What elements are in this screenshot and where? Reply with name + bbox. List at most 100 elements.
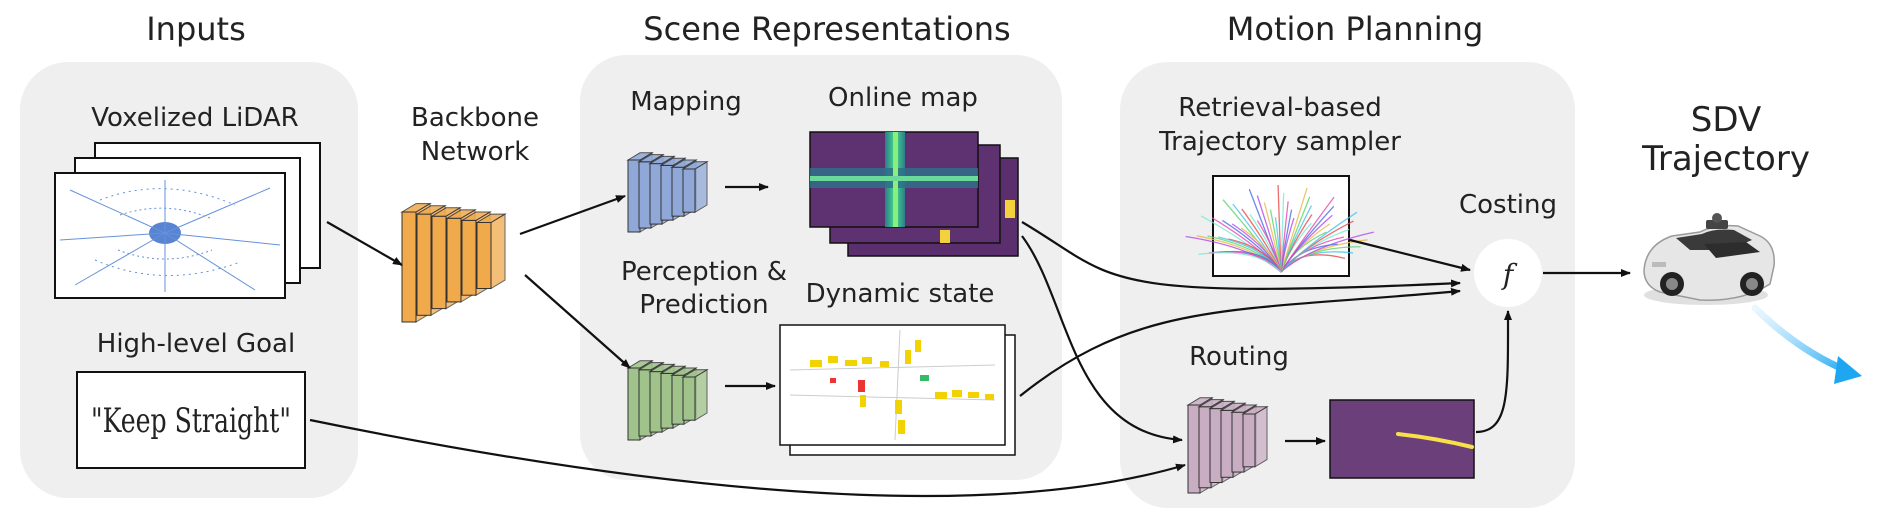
perception-label-line1: Perception &	[621, 257, 787, 287]
layer-top	[681, 161, 709, 170]
output-label-line1: SDV	[1691, 100, 1761, 140]
route-map	[1329, 399, 1475, 479]
layer-front	[627, 159, 641, 233]
layer-front	[682, 168, 696, 213]
section-title-inputs: Inputs	[146, 10, 246, 48]
layer-front	[1198, 406, 1212, 489]
layer-front	[461, 219, 477, 296]
layer-top	[648, 155, 676, 165]
layer-top	[659, 365, 687, 374]
layer-top	[430, 207, 462, 217]
layer-side	[490, 213, 506, 290]
perception-network-icon	[626, 359, 709, 441]
routing-network-icon	[1186, 396, 1269, 494]
backbone-label-line1: Backbone	[411, 103, 539, 133]
layer-top	[415, 205, 447, 215]
layer-top	[626, 360, 654, 369]
layer-front	[401, 211, 417, 323]
sdv-trajectory-arrowhead	[1834, 356, 1862, 384]
arrow-map-to-costing	[1021, 221, 1461, 290]
cost-function-node	[1474, 239, 1542, 307]
layer-front	[476, 222, 492, 289]
layer-top	[637, 362, 665, 371]
layer-front	[1220, 409, 1234, 478]
layer-top	[460, 211, 492, 221]
sampled-trajectory	[1280, 231, 1374, 273]
sampler-label-line1: Retrieval-based	[1178, 93, 1381, 123]
online-map-image-stack	[809, 131, 1019, 257]
sampled-trajectory	[1280, 211, 1358, 273]
autonomous-car-icon	[1643, 213, 1775, 305]
section-title-scene: Scene Representations	[643, 10, 1010, 48]
goal-text: "Keep Straight"	[91, 401, 291, 441]
route-line	[1396, 432, 1474, 449]
layer-front	[1187, 404, 1201, 494]
arrow-state-to-costing	[1019, 287, 1461, 397]
backbone-network-icon	[400, 202, 507, 323]
layer-front	[1231, 411, 1245, 473]
backbone-label-line2: Network	[421, 137, 530, 167]
layer-front	[660, 372, 674, 429]
layer-front	[416, 213, 432, 316]
layer-top	[1197, 399, 1225, 408]
goal-label: High-level Goal	[97, 329, 295, 359]
arrow-sampler-to-costing	[1349, 238, 1471, 272]
planning-panel	[1120, 62, 1575, 508]
perception-label-line2: Prediction	[639, 290, 768, 320]
layer-top	[648, 363, 676, 373]
dynamic-state-image-stack	[779, 324, 1016, 456]
goal-box	[76, 371, 306, 469]
output-label-line2: Trajectory	[1641, 139, 1810, 179]
layer-front	[446, 217, 462, 303]
layer-top	[637, 154, 665, 163]
layer-front	[671, 374, 685, 425]
section-title-planning: Motion Planning	[1227, 10, 1484, 48]
layer-top	[670, 367, 698, 376]
sdv-trajectory-line	[1751, 304, 1854, 376]
sampled-trajectory	[1280, 187, 1308, 273]
layer-front	[1242, 413, 1256, 468]
online-map-label: Online map	[828, 83, 978, 113]
routing-label: Routing	[1189, 342, 1289, 372]
layer-top	[1219, 402, 1247, 411]
layer-top	[670, 159, 698, 168]
lidar-image-stack	[54, 142, 321, 299]
dynamic-state-label: Dynamic state	[806, 279, 995, 309]
layer-front	[1209, 408, 1223, 484]
arrow-lidar-to-backbone	[326, 221, 403, 266]
layer-top	[1241, 406, 1269, 415]
layer-top	[475, 213, 507, 223]
layer-front	[649, 163, 663, 225]
connection-arrows	[309, 183, 1631, 498]
layer-front	[431, 215, 447, 310]
layer-front	[627, 367, 641, 441]
lidar-label: Voxelized LiDAR	[91, 103, 298, 133]
arrow-map-to-routing	[1021, 235, 1183, 444]
sampler-label-line2: Trajectory sampler	[1158, 127, 1401, 157]
layer-front	[660, 164, 674, 221]
layer-top	[1208, 400, 1236, 410]
layer-top	[681, 369, 709, 378]
layer-top	[400, 203, 432, 213]
layer-front	[638, 161, 652, 229]
layer-front	[638, 369, 652, 437]
arrow-goal-to-routing	[309, 418, 1186, 498]
layer-top	[1186, 397, 1214, 406]
arrow-backbone-to-perception	[524, 274, 631, 369]
trajectory-fan-icon	[1185, 185, 1374, 273]
arrow-route-to-costing	[1475, 310, 1513, 434]
layer-top	[626, 152, 654, 161]
layer-side	[694, 160, 708, 214]
costing-label: Costing	[1459, 190, 1557, 220]
layer-top	[1230, 404, 1258, 413]
layer-front	[671, 166, 685, 217]
arrow-backbone-to-mapping	[519, 194, 626, 236]
layer-front	[682, 376, 696, 421]
layer-top	[445, 209, 477, 219]
mapping-label: Mapping	[630, 87, 742, 117]
layer-top	[659, 157, 687, 166]
sampled-trajectory	[1198, 252, 1282, 273]
lidar-points-icon	[59, 180, 281, 292]
layer-front	[649, 371, 663, 433]
